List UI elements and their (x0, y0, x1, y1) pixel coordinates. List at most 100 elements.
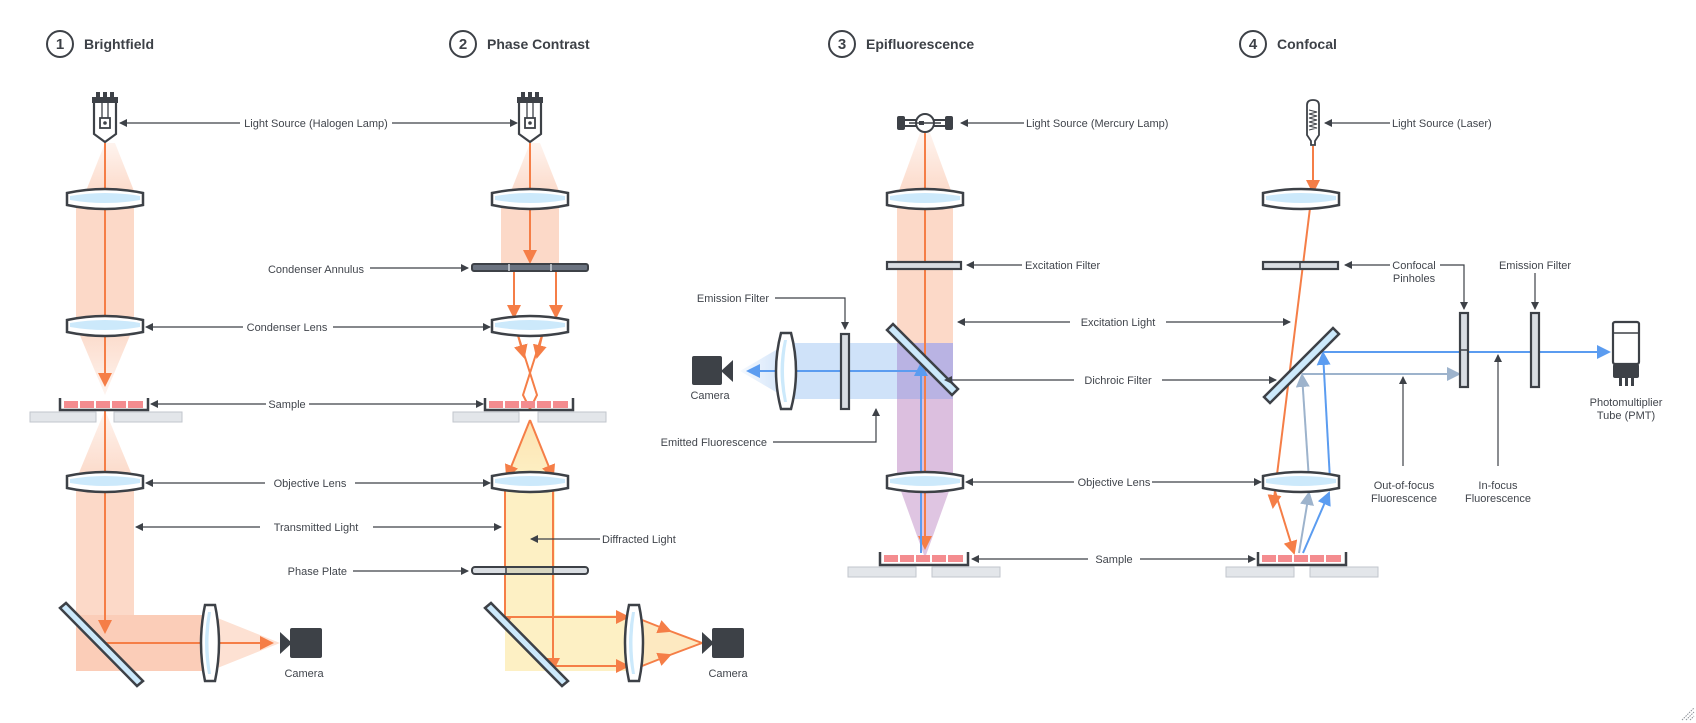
label-in-focus-line1: In-focus (1478, 480, 1518, 492)
condenser-annulus (471, 263, 589, 272)
label-emission-filter: Emission Filter (697, 293, 769, 305)
camera-label: Camera (284, 668, 324, 680)
sample-slide (29, 398, 183, 423)
label-pmt-line1: Photomultiplier (1590, 397, 1663, 409)
in-focus-ray-lower (1302, 491, 1331, 554)
label-excitation-filter: Excitation Filter (1025, 260, 1101, 272)
halogen-lamp-icon (92, 92, 118, 144)
camera-icon (702, 628, 744, 658)
halogen-lamp-icon (517, 92, 543, 144)
confocal-labels: Light Source (Laser) Confocal Pinholes E… (1324, 118, 1571, 505)
condenser-lens (65, 314, 145, 338)
collector-lens (490, 187, 570, 211)
confocal-pinhole-filter (1261, 260, 1340, 271)
phase-plate (471, 566, 589, 575)
step-number-badge (46, 30, 74, 58)
panel-header-epifluorescence: 3 Epifluorescence (828, 30, 974, 58)
objective-lens (1261, 470, 1341, 494)
collector-lens (1261, 187, 1341, 211)
collector-lens (65, 187, 145, 211)
panel-title: Epifluorescence (866, 36, 974, 52)
label-diffracted-light: Diffracted Light (602, 534, 676, 546)
tube-lens (623, 603, 645, 683)
camera-icon (280, 628, 322, 658)
phase-contrast-setup: Camera (452, 92, 748, 688)
label-pmt-line2: Tube (PMT) (1597, 410, 1655, 422)
panel-title: Brightfield (84, 36, 154, 52)
label-light-source-halogen: Light Source (Halogen Lamp) (244, 118, 388, 130)
label-confocal-pinholes-line1: Confocal (1392, 260, 1435, 272)
label-out-of-focus-line1: Out-of-focus (1374, 480, 1435, 492)
label-light-source-mercury: Light Source (Mercury Lamp) (1026, 118, 1168, 130)
emission-filter (1529, 311, 1541, 389)
tube-lens (774, 331, 798, 411)
panel-title: Phase Contrast (487, 36, 590, 52)
excitation-filter (885, 260, 963, 271)
objective-lens (885, 470, 965, 494)
out-of-focus-ray-lower (1298, 491, 1314, 554)
label-emitted-fluorescence: Emitted Fluorescence (661, 437, 767, 449)
label-phase-plate: Phase Plate (288, 566, 347, 578)
dichroic-filter (885, 322, 960, 397)
diffracted-beam (505, 480, 555, 615)
confocal-setup: Photomultiplier Tube (PMT) (1225, 99, 1663, 578)
leader-line (1440, 264, 1468, 310)
label-objective-lens: Objective Lens (274, 478, 347, 490)
dichroic-filter (1262, 326, 1341, 405)
tube-lens (199, 603, 221, 683)
panel-header-confocal: 4 Confocal (1239, 30, 1337, 58)
label-light-source-laser: Light Source (Laser) (1392, 118, 1492, 130)
camera-label: Camera (690, 390, 730, 402)
label-excitation-light: Excitation Light (1081, 317, 1156, 329)
label-out-of-focus-line2: Fluorescence (1371, 493, 1437, 505)
pmt-icon (1611, 320, 1641, 386)
leader-line (773, 408, 880, 443)
camera-ray-bottom-end (669, 642, 703, 656)
label-transmitted-light: Transmitted Light (274, 522, 359, 534)
label-in-focus-line2: Fluorescence (1465, 493, 1531, 505)
resize-grip-icon[interactable] (1681, 707, 1695, 721)
sample-slide (1225, 552, 1379, 578)
step-number: 4 (1249, 36, 1258, 53)
illumination-cone (84, 143, 136, 196)
diverging-ray-right (529, 419, 556, 479)
label-condenser-annulus: Condenser Annulus (268, 264, 365, 276)
step-number-badge (1239, 30, 1267, 58)
shared-labels-1-2: Light Source (Halogen Lamp) Condenser An… (119, 118, 676, 578)
mirror (58, 601, 145, 688)
laser-icon (1306, 99, 1320, 146)
diverging-ray-left (504, 419, 531, 479)
illumination-cone (509, 143, 561, 196)
step-number-badge (828, 30, 856, 58)
step-number: 1 (56, 36, 64, 53)
label-condenser-lens: Condenser Lens (247, 322, 328, 334)
step-number: 3 (838, 36, 846, 53)
label-sample: Sample (1095, 554, 1132, 566)
collector-lens (885, 187, 965, 211)
label-sample: Sample (268, 399, 305, 411)
emission-filter (839, 332, 851, 411)
objective-lens (65, 470, 145, 494)
step-number-badge (449, 30, 477, 58)
mirror (483, 601, 570, 688)
leader-line (775, 297, 849, 330)
camera-label: Camera (708, 668, 748, 680)
epifluorescence-setup: Camera (690, 113, 1001, 578)
excitation-ray-focus (1273, 487, 1298, 555)
excitation-ray-down (1267, 199, 1312, 509)
label-emission-filter: Emission Filter (1499, 260, 1571, 272)
step-number: 2 (459, 36, 467, 53)
shared-labels-3-4: Light Source (Mercury Lamp) Excitation F… (944, 118, 1291, 566)
label-dichroic-filter: Dichroic Filter (1084, 375, 1152, 387)
panel-header-brightfield: 1 Brightfield (46, 30, 154, 58)
label-objective-lens: Objective Lens (1078, 477, 1151, 489)
camera-cone (635, 618, 705, 668)
out-of-focus-ray-upper (1295, 373, 1310, 481)
condenser-lens (490, 314, 570, 338)
camera-ray-top-end (669, 630, 703, 644)
sample-slide (847, 552, 1001, 578)
mercury-lamp-icon (897, 113, 953, 133)
camera-icon (692, 356, 733, 385)
epifluorescence-labels: Emission Filter Emitted Fluorescence (661, 293, 880, 449)
